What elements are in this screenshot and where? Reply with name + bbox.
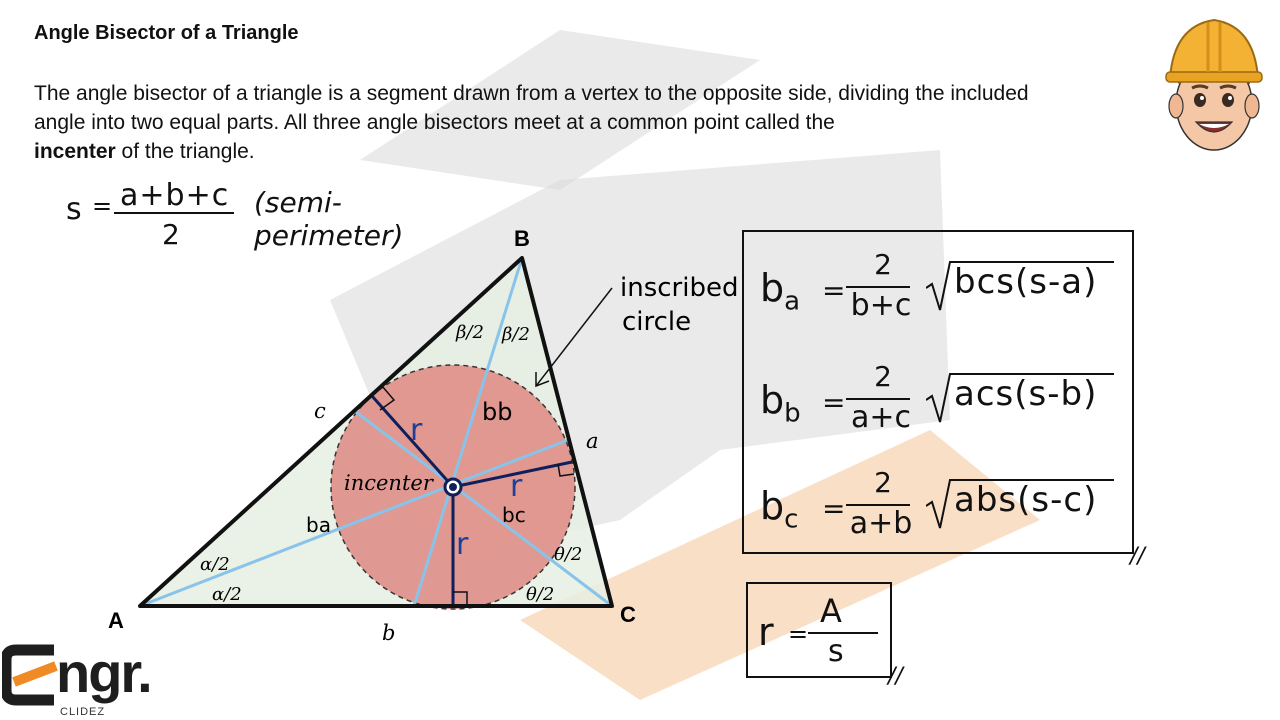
radius-to-ab — [370, 395, 455, 488]
formula-bc-equals: = — [822, 492, 846, 525]
formula-ba-lhs: ba — [760, 266, 800, 317]
radius-label-ab: r — [410, 413, 423, 448]
bisector-formula-box: ba = 2 b+c bcs(s-a) bb = 2 a+c acs(s-b) … — [742, 230, 1134, 554]
watermark-gray-band — [360, 30, 760, 190]
radical-sign-icon — [926, 479, 1114, 529]
formula-bc-denominator: a+b — [849, 506, 913, 541]
incenter-core — [449, 483, 457, 491]
alpha-half-lower: α/2 — [212, 584, 242, 605]
formula-ba-numerator: 2 — [874, 248, 892, 281]
formula-bb-bar — [846, 398, 910, 400]
formula-bc: bc = 2 a+b abs(s-c) — [760, 466, 1140, 556]
formula-ba-radicand: bcs(s-a) — [954, 262, 1098, 302]
formula-bb-radicand: acs(s-b) — [954, 374, 1098, 414]
intro-text-2: of the triangle. — [115, 140, 255, 163]
semi-denominator: 2 — [162, 218, 180, 251]
intro-bold-term: incenter — [34, 140, 116, 163]
inscribed-arrow-line — [535, 287, 613, 387]
formula-bc-letter: b — [760, 484, 785, 528]
intro-text-1: The angle bisector of a triangle is a se… — [34, 82, 1029, 134]
semi-label: (semi-perimeter) — [254, 186, 404, 252]
box-check-mark-2: // — [888, 664, 903, 689]
radius-formula-bar — [808, 632, 878, 634]
semi-perimeter-formula: s = a+b+c 2 (semi-perimeter) — [66, 178, 466, 252]
logo-word: ngr. — [56, 641, 153, 704]
bisector-from-a — [139, 438, 569, 608]
radius-label-ac: r — [456, 527, 469, 562]
formula-bb-equals: = — [822, 386, 846, 419]
bisector-from-c — [355, 410, 613, 608]
semi-fraction-bar — [114, 212, 234, 214]
radius-formula-box: r = A s — [746, 582, 892, 678]
right-angle-mark-bc — [557, 463, 575, 477]
watermark-orange-band — [520, 430, 1040, 700]
semi-s: s — [66, 192, 82, 227]
formula-bb-numerator: 2 — [874, 360, 892, 393]
formula-bc-sub: c — [784, 504, 799, 535]
side-c-label: c — [314, 399, 326, 423]
inscribed-circle-label-1: inscribed — [620, 273, 738, 303]
theta-half-upper: θ/2 — [554, 544, 582, 565]
alpha-half-upper: α/2 — [200, 554, 230, 575]
formula-bb-sub: b — [784, 398, 801, 429]
engr-logo: ngr. CLIDEZ — [0, 636, 170, 720]
formula-bc-bar — [846, 504, 910, 506]
formula-bc-radicand: abs(s-c) — [954, 480, 1098, 520]
formula-ba-bar — [846, 286, 910, 288]
semi-equals: = — [92, 192, 113, 220]
right-angle-mark-ac — [453, 591, 468, 606]
right-angle-mark-ab — [379, 385, 396, 411]
logo-e-icon — [2, 644, 58, 706]
formula-bc-lhs: bc — [760, 484, 798, 535]
side-a-label: a — [586, 429, 599, 453]
vertex-c-label: C — [620, 602, 636, 627]
vertex-a-label: A — [108, 608, 124, 633]
page-title: Angle Bisector of a Triangle — [34, 22, 299, 44]
bisector-from-b — [412, 257, 524, 607]
formula-ba-denominator: b+c — [850, 288, 912, 323]
formula-bb-denominator: a+c — [850, 400, 911, 435]
formula-ba-equals: = — [822, 274, 846, 307]
vertex-b-label: B — [514, 226, 530, 251]
bisector-b-label: bb — [482, 398, 512, 426]
intro-paragraph: The angle bisector of a triangle is a se… — [34, 79, 1054, 166]
radius-formula-r: r — [758, 610, 774, 654]
formula-bb-letter: b — [760, 378, 785, 422]
semi-numerator: a+b+c — [120, 178, 230, 213]
formula-ba: ba = 2 b+c bcs(s-a) — [760, 248, 1140, 338]
side-b-label: b — [382, 621, 395, 645]
inscribed-arrow-head — [535, 372, 550, 388]
logo-subtitle: CLIDEZ — [60, 706, 106, 718]
formula-bb-lhs: bb — [760, 378, 801, 429]
formula-bb: bb = 2 a+c acs(s-b) — [760, 360, 1140, 450]
incenter-label: incenter — [344, 471, 435, 495]
radius-formula-equals: = — [788, 620, 809, 648]
beta-half-left: β/2 — [455, 322, 484, 343]
radius-formula-denominator: s — [828, 634, 844, 669]
formula-ba-sub: a — [784, 286, 801, 317]
theta-half-lower: θ/2 — [526, 584, 554, 605]
bisector-a-label: ba — [306, 513, 331, 537]
radical-sign-icon — [926, 373, 1114, 423]
box-check-mark-1: // — [1130, 544, 1145, 569]
beta-half-right: β/2 — [501, 324, 530, 345]
formula-bc-numerator: 2 — [874, 466, 892, 499]
radius-label-bc: r — [510, 469, 523, 504]
engineer-avatar-icon — [1165, 18, 1263, 151]
formula-ba-letter: b — [760, 266, 785, 310]
triangle-edges — [138, 256, 614, 608]
bisector-c-label: bc — [502, 503, 526, 527]
radius-to-bc — [452, 460, 573, 489]
radical-sign-icon — [926, 261, 1114, 311]
inscribed-circle-label-2: circle — [622, 307, 691, 337]
radius-formula-numerator: A — [820, 592, 842, 630]
